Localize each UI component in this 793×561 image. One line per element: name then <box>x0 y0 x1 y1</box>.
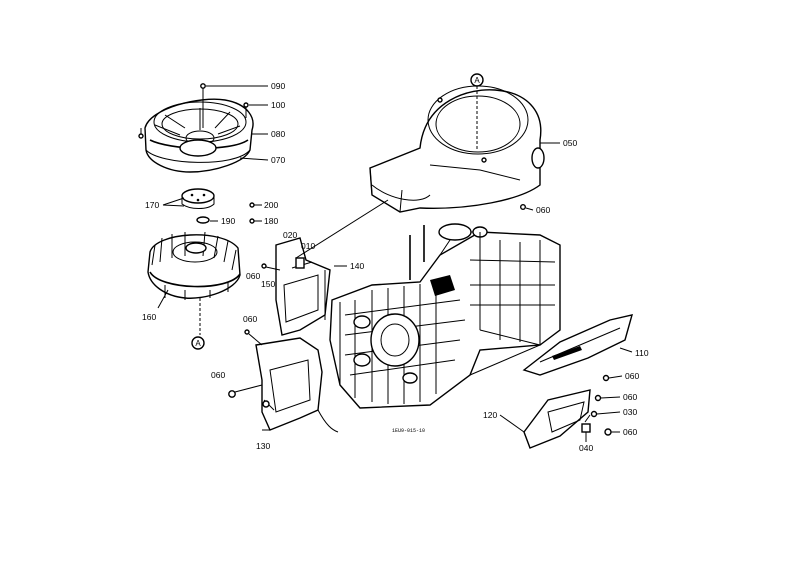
label-070: 070 <box>271 155 285 165</box>
label-060-f: 060 <box>623 392 637 402</box>
callout-a-bottom: A <box>191 336 205 350</box>
label-060-g: 060 <box>623 427 637 437</box>
screw-180 <box>249 218 262 224</box>
screw-060-e <box>602 374 623 382</box>
label-060-c: 060 <box>243 314 257 324</box>
label-040: 040 <box>579 443 593 453</box>
screw-060-b <box>261 263 281 271</box>
flywheel-fan-part <box>147 231 241 300</box>
label-160: 160 <box>142 312 156 322</box>
screw-200 <box>249 202 262 208</box>
screw-040 <box>581 423 591 442</box>
label-060-e: 060 <box>625 371 639 381</box>
coupling-part <box>181 188 215 224</box>
fan-housing-part <box>144 98 254 173</box>
label-100: 100 <box>271 100 285 110</box>
label-110: 110 <box>635 348 649 358</box>
screw-030 <box>590 410 621 418</box>
screw-060-g <box>604 428 620 436</box>
label-150: 150 <box>261 279 275 289</box>
label-060-a: 060 <box>536 205 550 215</box>
label-060-b: 060 <box>246 271 260 281</box>
drawing-code: 1EU9-015-10 <box>392 428 425 434</box>
label-140: 140 <box>350 261 364 271</box>
label-020: 020 <box>283 230 297 240</box>
svg-text:A: A <box>474 76 480 85</box>
screw-060-d <box>228 384 263 398</box>
label-200: 200 <box>264 200 278 210</box>
bracket-part <box>275 237 331 336</box>
label-180: 180 <box>264 216 278 226</box>
label-120: 120 <box>483 410 497 420</box>
label-130: 130 <box>256 441 270 451</box>
screw-060-f <box>594 394 621 402</box>
screw-100 <box>243 102 249 118</box>
label-050: 050 <box>563 138 577 148</box>
label-190: 190 <box>221 216 235 226</box>
label-030: 030 <box>623 407 637 417</box>
svg-text:A: A <box>195 339 201 348</box>
side-cover-120-part <box>523 389 591 449</box>
cylinder-cover-part <box>255 337 339 433</box>
label-090: 090 <box>271 81 285 91</box>
label-010: 010 <box>301 241 315 251</box>
side-cover-110-part <box>522 314 633 376</box>
screw-060-c <box>244 329 263 346</box>
callout-a-top: A <box>470 73 484 87</box>
blower-shroud-part <box>369 85 545 213</box>
label-170: 170 <box>145 200 159 210</box>
screw-090 <box>200 83 206 128</box>
label-080: 080 <box>271 129 285 139</box>
label-060-d: 060 <box>211 370 225 380</box>
engine-block-part <box>329 223 561 409</box>
